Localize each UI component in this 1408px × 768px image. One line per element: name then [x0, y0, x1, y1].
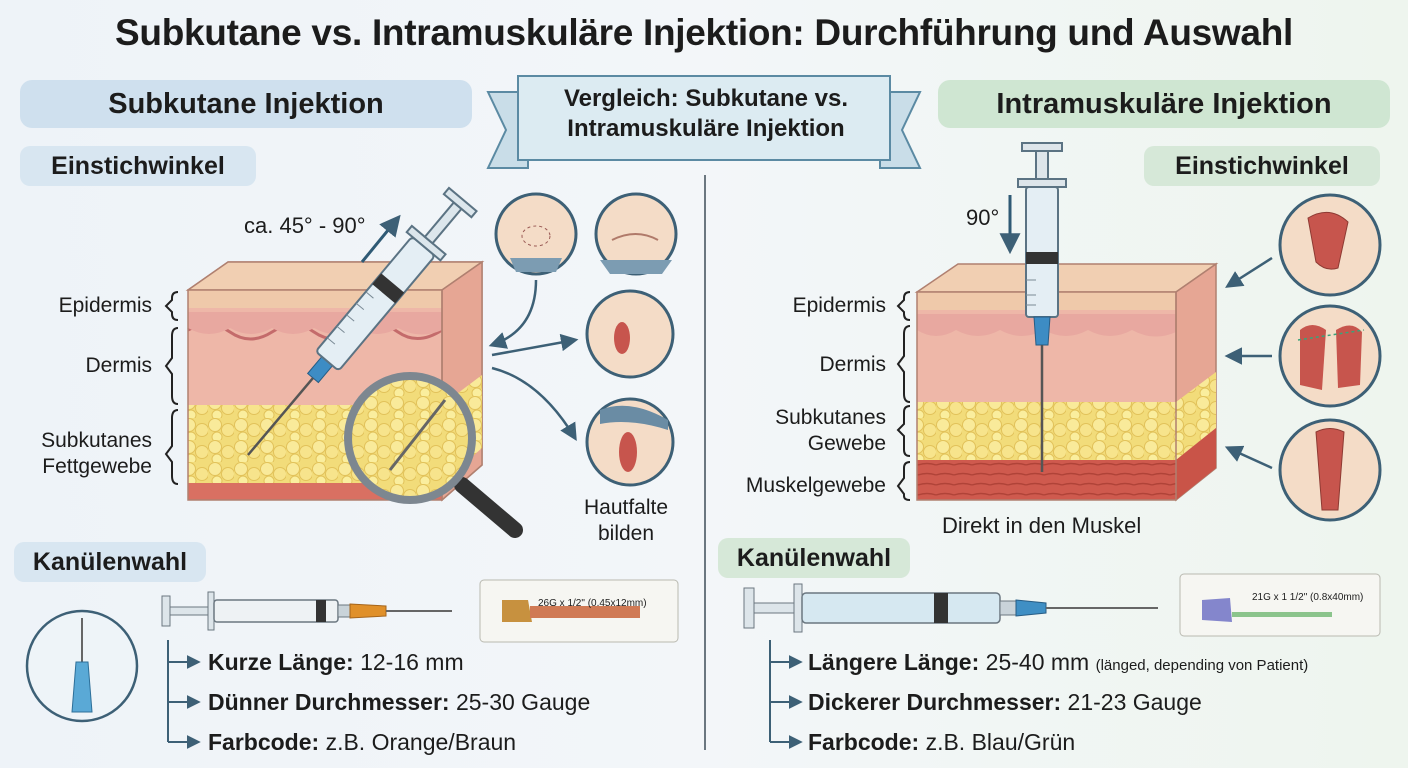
- right-spec-length: Längere Länge: 25-40 mm (länged, dependi…: [808, 649, 1308, 676]
- left-angle-value: ca. 45° - 90°: [244, 213, 366, 238]
- right-package-label: 21G x 1 1/2" (0.8x40mm): [1252, 592, 1364, 603]
- right-layer-brackets: [896, 291, 911, 501]
- right-angle-value: 90°: [966, 205, 1000, 230]
- right-label-epidermis: Epidermis: [792, 294, 886, 317]
- right-caption: Direkt in den Muskel: [942, 513, 1142, 538]
- spec-value: 12-16 mm: [360, 649, 464, 675]
- spec-key: Längere Länge:: [808, 649, 980, 675]
- right-angle-heading: Einstichwinkel: [1144, 146, 1380, 186]
- arrow-icon: [491, 366, 577, 441]
- body-site-icon: [494, 192, 678, 487]
- right-bullet-arrows: [769, 640, 803, 749]
- right-header: Intramuskuläre Injektion: [938, 80, 1390, 128]
- right-needle-package: [1179, 573, 1381, 637]
- right-label-fat-1: Subkutanes: [775, 406, 886, 429]
- left-label-epidermis: Epidermis: [58, 294, 152, 317]
- ribbon-banner: [486, 75, 922, 169]
- left-needle-heading: Kanülenwahl: [14, 542, 206, 582]
- body-site-icon: [1278, 193, 1382, 522]
- right-spec-color: Farbcode: z.B. Blau/Grün: [808, 729, 1075, 756]
- magnifier-icon: [344, 372, 523, 538]
- page-title: Subkutane vs. Intramuskuläre Injektion: …: [115, 12, 1293, 53]
- left-header: Subkutane Injektion: [20, 80, 472, 128]
- left-needle-syringe: [161, 591, 452, 631]
- spec-key: Farbcode:: [208, 729, 320, 755]
- left-angle-heading: Einstichwinkel: [20, 146, 256, 186]
- spec-value: 21-23 Gauge: [1067, 689, 1202, 715]
- spec-key: Farbcode:: [808, 729, 920, 755]
- spec-key: Kurze Länge:: [208, 649, 354, 675]
- ribbon-line-2: Intramuskuläre Injektion: [567, 115, 845, 142]
- needle-icon: [25, 609, 139, 723]
- skin-fold-line-2: bilden: [597, 522, 655, 545]
- spec-note: (länged, depending von Patient): [1095, 657, 1309, 674]
- left-package-label: 26G x 1/2" (0.45x12mm): [538, 598, 647, 609]
- left-label-fat-2: Fettgewebe: [42, 455, 152, 478]
- left-syringe: [306, 186, 478, 384]
- left-needle-package: [479, 579, 679, 643]
- spec-value: 25-30 Gauge: [455, 689, 591, 715]
- right-needle-syringe: [743, 583, 1158, 633]
- right-label-fat-2: Gewebe: [807, 432, 886, 455]
- spec-key: Dünner Durchmesser:: [208, 689, 450, 715]
- left-spec-gauge: Dünner Durchmesser: 25-30 Gauge: [208, 689, 590, 716]
- left-label-fat-1: Subkutanes: [41, 429, 152, 452]
- spec-key: Dickerer Durchmesser:: [808, 689, 1062, 715]
- arrow-icon: [491, 333, 579, 357]
- skin-fold-label: Hautfalte bilden: [560, 495, 692, 547]
- right-needle-heading: Kanülenwahl: [718, 538, 910, 578]
- left-spec-color: Farbcode: z.B. Orange/Braun: [208, 729, 516, 756]
- arrow-icon: [488, 279, 538, 349]
- ribbon-line-1: Vergleich: Subkutane vs.: [563, 85, 849, 112]
- left-bullet-arrows: [167, 640, 201, 749]
- left-spec-length: Kurze Länge: 12-16 mm: [208, 649, 464, 676]
- arrow-icon: [1225, 256, 1273, 288]
- left-label-dermis: Dermis: [85, 354, 153, 377]
- right-skin-block: [914, 262, 1219, 502]
- spec-value: 25-40 mm: [985, 649, 1090, 675]
- arrow-icon: [1224, 445, 1273, 470]
- spec-value: z.B. Orange/Braun: [325, 729, 517, 755]
- right-label-muscle: Muskelgewebe: [745, 474, 886, 497]
- right-label-fat: Subkutanes Gewebe: [736, 405, 886, 457]
- left-label-fat: Subkutanes Fettgewebe: [10, 428, 152, 480]
- right-label-dermis: Dermis: [819, 353, 887, 376]
- angle-arrow: [360, 214, 401, 263]
- spec-value: z.B. Blau/Grün: [925, 729, 1076, 755]
- left-layer-brackets: [164, 291, 179, 485]
- right-spec-gauge: Dickerer Durchmesser: 21-23 Gauge: [808, 689, 1202, 716]
- skin-fold-line-1: Hautfalte: [583, 496, 669, 519]
- right-syringe: [1017, 142, 1067, 472]
- ribbon-label: Vergleich: Subkutane vs. Intramuskuläre …: [520, 84, 892, 144]
